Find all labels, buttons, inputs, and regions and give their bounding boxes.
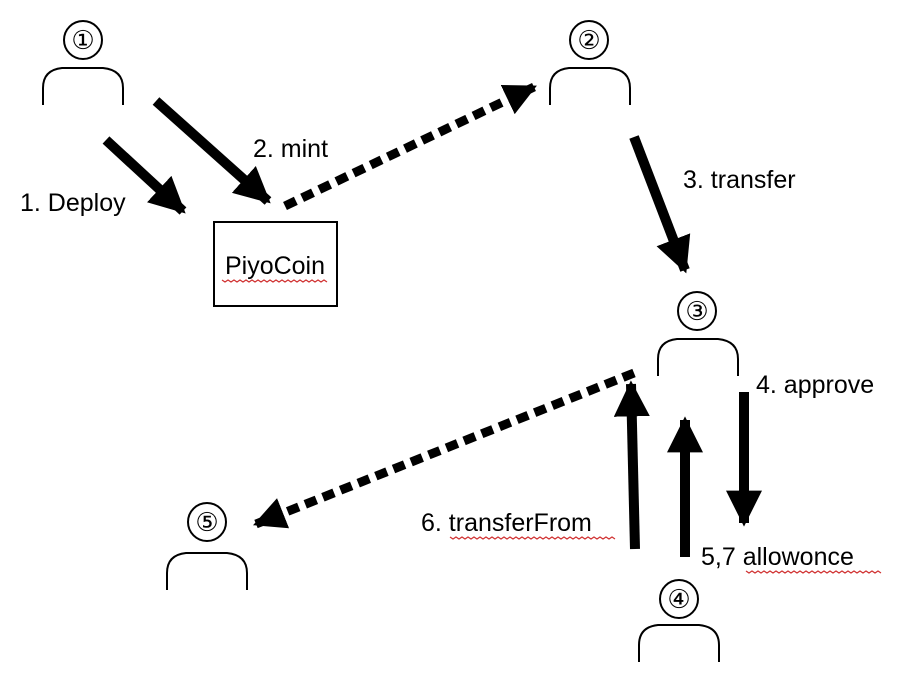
transfer-label: 3. transfer [683, 166, 796, 194]
contract-label: PiyoCoin [225, 252, 325, 280]
deploy-arrow [102, 136, 187, 215]
participant-5-number: ⑤ [195, 507, 218, 537]
person-icon [549, 67, 631, 105]
transferfrom-label: 6. transferFrom [421, 509, 592, 537]
spellcheck-underline [449, 536, 616, 540]
participant-2: ② [549, 20, 631, 105]
mint-label: 2. mint [253, 135, 328, 163]
mint-arrow [152, 97, 272, 205]
participant-3: ③ [657, 291, 739, 376]
person-icon [42, 67, 124, 105]
person-icon [638, 624, 720, 662]
participant-3-number: ③ [685, 296, 708, 326]
approve-label: 4. approve [756, 371, 874, 399]
allowance-label: 5,7 allowonce [701, 543, 854, 571]
participant-4-number: ④ [667, 584, 690, 614]
transfer-arrow [629, 135, 691, 274]
transferfrom-arrow [613, 380, 650, 550]
person-icon [166, 552, 248, 590]
deploy-label: 1. Deploy [20, 189, 126, 217]
participant-4: ④ [638, 579, 720, 662]
person-icon [657, 338, 739, 376]
spellcheck-underline [745, 570, 882, 574]
piyocoin-contract: PiyoCoin [213, 221, 338, 307]
transferfrom-dotted-arrow [252, 368, 636, 529]
spellcheck-underline [221, 279, 328, 283]
participant-2-number: ② [577, 25, 600, 55]
participant-1-number: ① [71, 25, 94, 55]
participant-5: ⑤ [166, 502, 248, 590]
participant-1: ① [42, 20, 124, 105]
mint-dotted-arrow [283, 82, 537, 211]
